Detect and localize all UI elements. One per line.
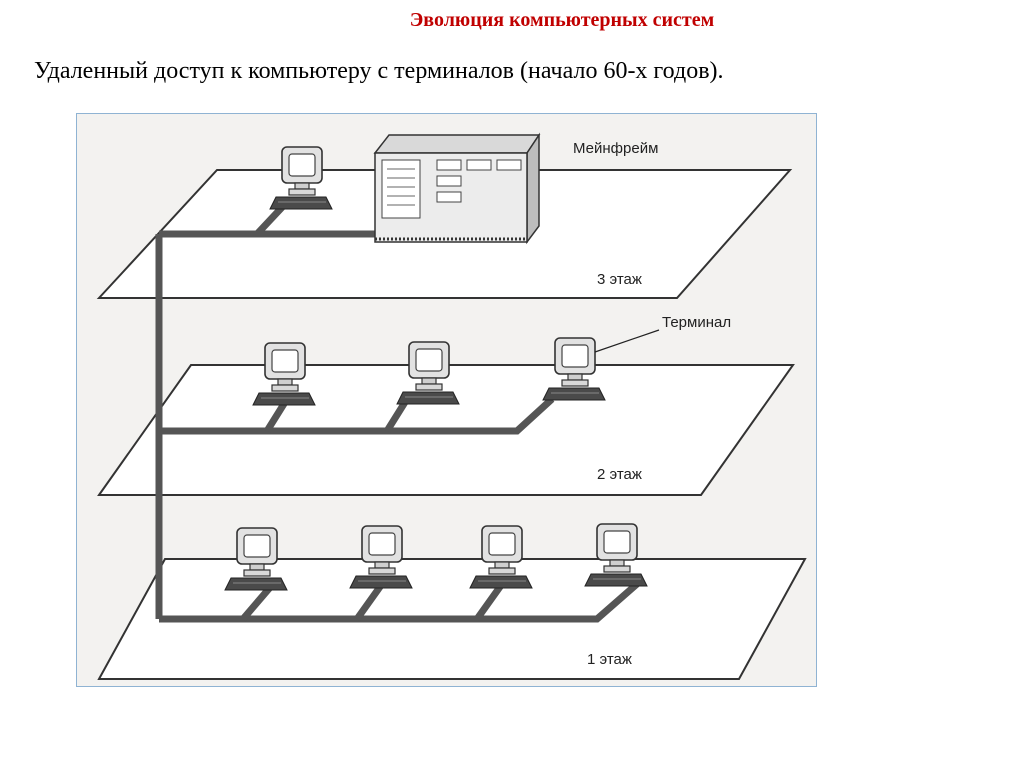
mainframe-icon <box>373 132 541 245</box>
mainframe-label: Мейнфрейм <box>573 140 658 157</box>
terminal-icon <box>349 525 413 589</box>
terminal-callout-line <box>594 329 660 353</box>
terminal-icon <box>584 523 648 587</box>
diagram-canvas: 1 этаж 2 этаж 3 этаж <box>96 132 807 680</box>
floor-1: 1 этаж <box>97 523 807 680</box>
floor-2-label: 2 этаж <box>597 466 642 483</box>
slide-title: Эволюция компьютерных систем <box>409 9 715 31</box>
terminal-label: Терминал <box>662 314 731 331</box>
floor-2: 2 этаж <box>97 337 795 496</box>
network-diagram: 1 этаж 2 этаж 3 этаж <box>76 113 817 687</box>
slide-subtitle: Удаленный доступ к компьютеру с терминал… <box>34 58 724 84</box>
floor-3: 3 этаж <box>96 132 793 299</box>
floor-1-label: 1 этаж <box>587 651 632 668</box>
floor-3-label: 3 этаж <box>597 271 642 288</box>
terminal-icon <box>469 525 533 589</box>
